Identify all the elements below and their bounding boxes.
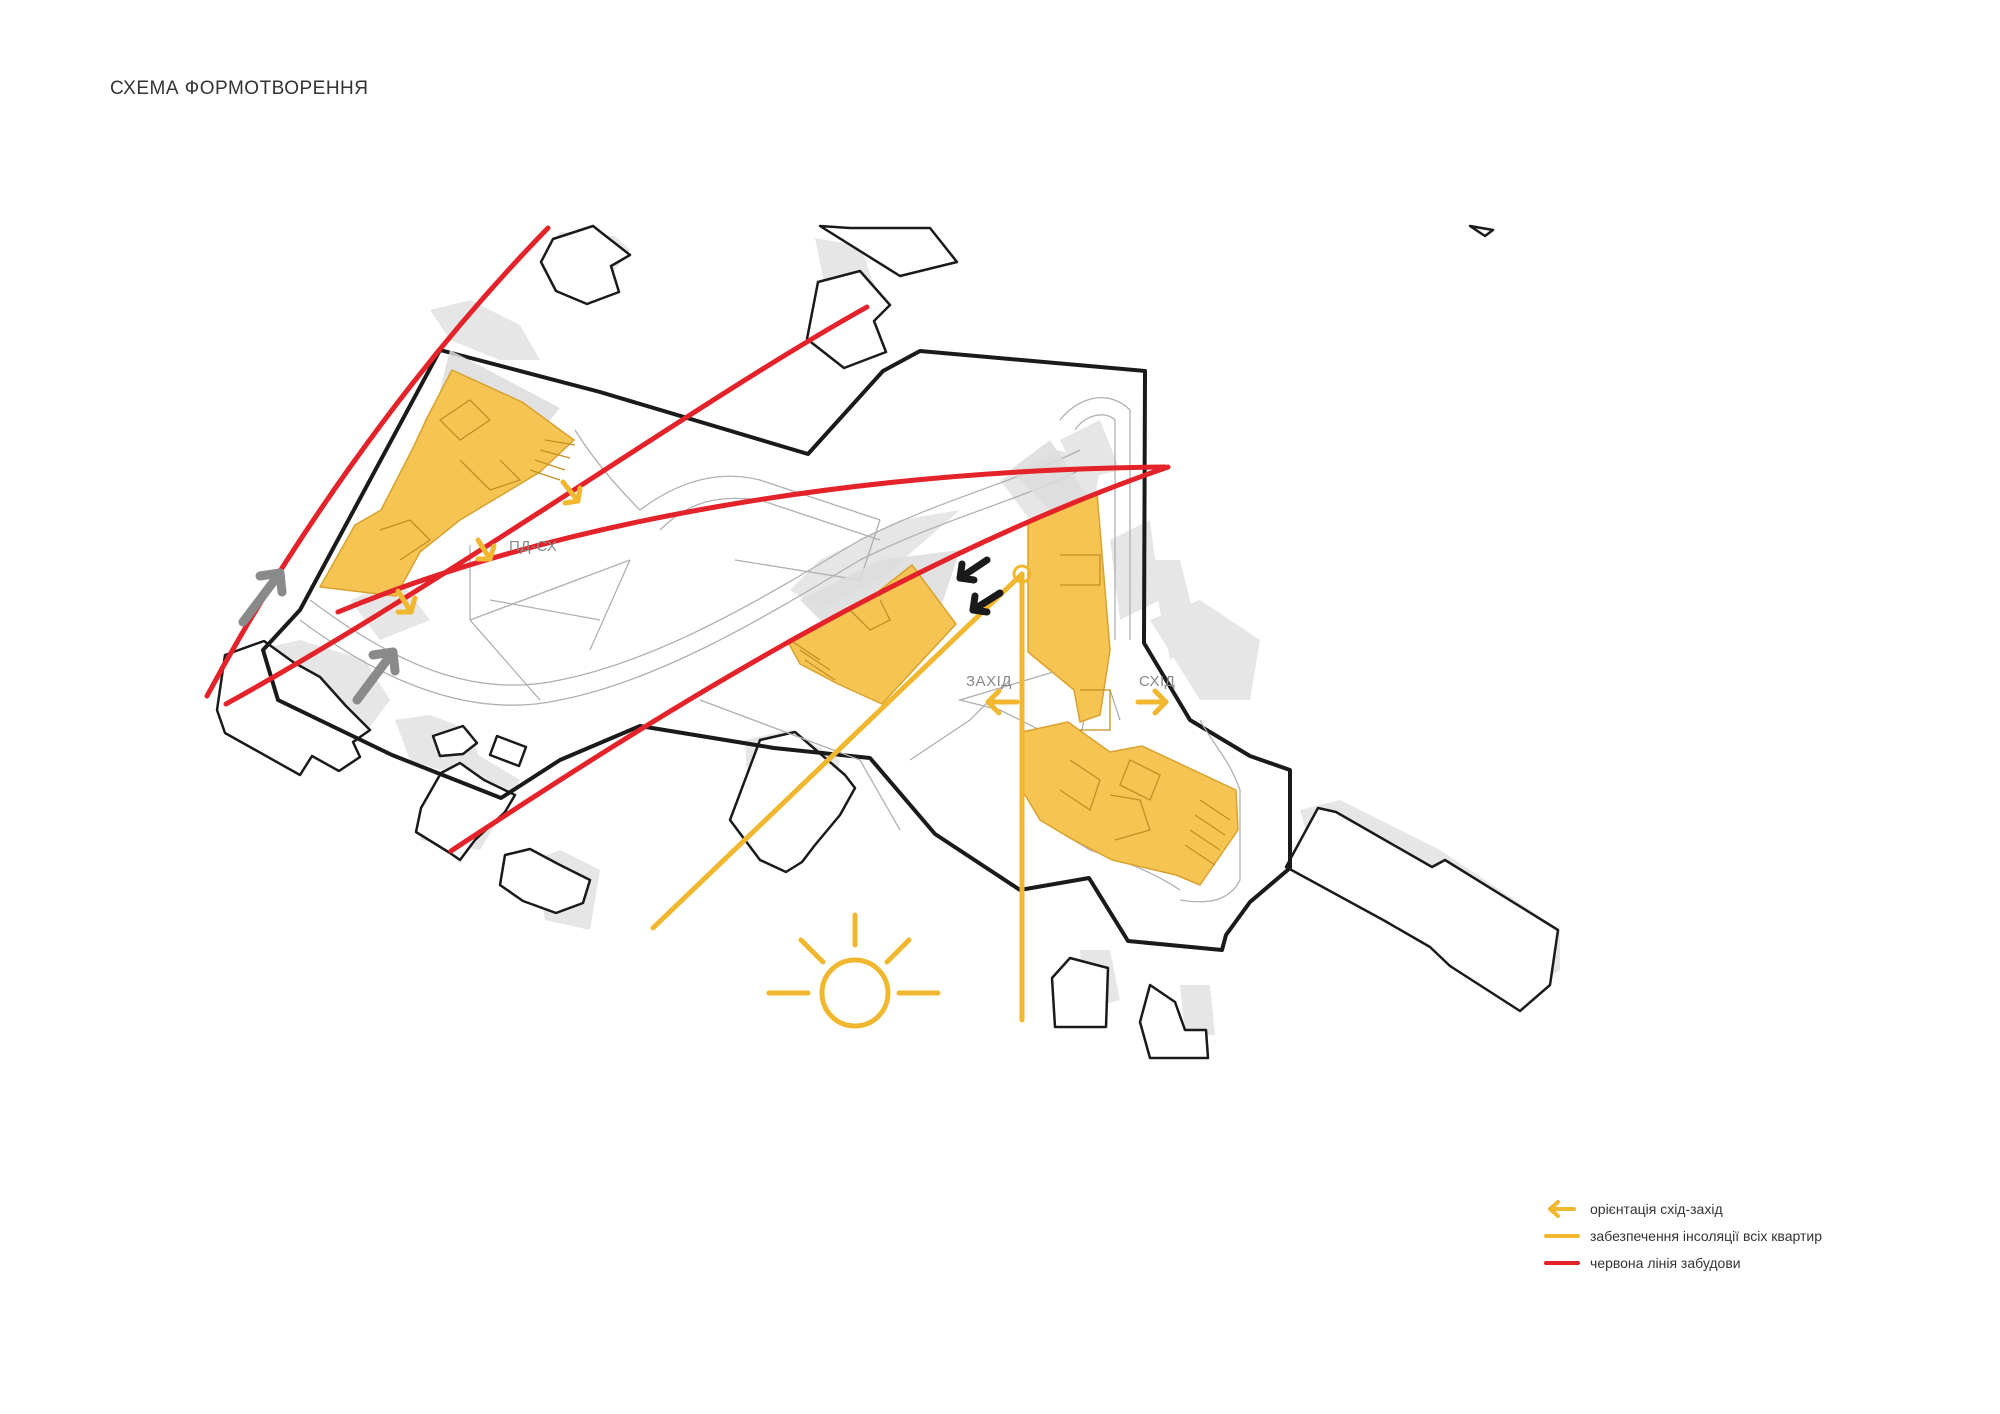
label-west: ЗАХІД xyxy=(966,673,1012,690)
legend-line-icon xyxy=(1544,1233,1580,1238)
existing-building xyxy=(539,224,632,306)
access-arrows-gray xyxy=(238,568,400,705)
existing-building xyxy=(1138,983,1210,1060)
red-line-south xyxy=(448,464,1171,854)
existing-building xyxy=(1284,806,1560,1013)
access-arrow-icon xyxy=(969,589,1004,616)
legend-label: забезпечення інсоляції всіх квартир xyxy=(1590,1227,1822,1244)
existing-building xyxy=(1050,956,1110,1029)
red-line-middle xyxy=(335,464,1168,615)
legend: орієнтація схід-захід забезпечення інсол… xyxy=(1540,1195,1822,1276)
proposed-building-southeast xyxy=(1021,721,1239,886)
arrow-southeast-icon xyxy=(475,537,497,562)
legend-label: червона лінія забудови xyxy=(1590,1254,1741,1271)
red-building-lines xyxy=(204,225,1171,854)
label-east: СХІД xyxy=(1139,673,1175,690)
proposed-building-northwest xyxy=(319,369,575,597)
existing-building xyxy=(1468,224,1495,238)
insolation-origin-icon xyxy=(1012,564,1032,584)
access-arrow-icon xyxy=(238,568,287,627)
red-line-north xyxy=(223,304,870,707)
label-southeast: ПД-СХ xyxy=(509,538,557,555)
insolation-ray-diagonal xyxy=(650,571,1025,931)
arrow-east-icon xyxy=(1135,688,1169,716)
red-line-outer-west xyxy=(204,225,551,699)
legend-item-orientation: орієнтація схід-захід xyxy=(1540,1195,1822,1222)
arrow-southeast-icon xyxy=(395,588,418,615)
building-details xyxy=(379,399,1231,866)
access-arrow-icon xyxy=(956,556,991,584)
legend-item-red-line: червона лінія забудови xyxy=(1540,1249,1822,1276)
access-arrow-icon xyxy=(352,647,400,705)
proposed-building-east-tower xyxy=(1027,492,1111,723)
existing-building xyxy=(431,724,479,758)
insolation-rays xyxy=(650,564,1032,1023)
legend-arrow-icon xyxy=(1548,1199,1576,1218)
legend-label: орієнтація схід-захід xyxy=(1590,1200,1723,1217)
existing-building xyxy=(498,847,592,915)
existing-building xyxy=(818,224,959,278)
legend-line-icon xyxy=(1544,1260,1580,1265)
orientation-arrows xyxy=(395,479,1169,716)
existing-building xyxy=(414,761,517,862)
legend-item-insolation: забезпечення інсоляції всіх квартир xyxy=(1540,1222,1822,1249)
project-shadows xyxy=(420,350,1090,680)
sun-icon xyxy=(766,912,941,1029)
existing-building xyxy=(488,734,528,768)
arrow-southeast-icon xyxy=(560,479,583,506)
site-boundary xyxy=(261,348,1292,952)
page-title: СХЕМА ФОРМОТВОРЕННЯ xyxy=(110,78,369,99)
arrow-west-icon xyxy=(985,688,1020,716)
access-arrows-dark xyxy=(956,556,1004,616)
